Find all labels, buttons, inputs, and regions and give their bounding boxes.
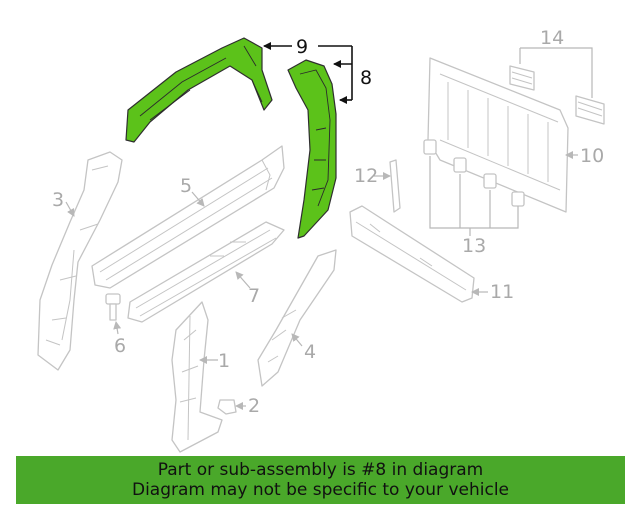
banner-line-1: Part or sub-assembly is #8 in diagram — [157, 460, 484, 480]
callout-7: 7 — [248, 285, 260, 307]
part-12-strip — [389, 159, 401, 213]
callout-5: 5 — [180, 175, 192, 197]
part-1-pillar-lower — [171, 301, 223, 453]
callout-11: 11 — [490, 281, 514, 303]
part-14-vents — [509, 65, 605, 125]
callout-3: 3 — [52, 189, 64, 211]
part-4-bracket — [257, 249, 337, 387]
callout-4: 4 — [304, 341, 316, 363]
callout-12: 12 — [354, 165, 378, 187]
banner-line-2: Diagram may not be specific to your vehi… — [131, 480, 509, 500]
callout-14: 14 — [540, 27, 564, 49]
part-5-rocker — [91, 145, 285, 289]
part-6-bolt — [105, 293, 121, 321]
callout-1: 1 — [218, 350, 230, 372]
part-7-reinforcement — [127, 221, 285, 323]
part-11-crossmember — [349, 205, 475, 303]
part-2-clip — [217, 399, 237, 415]
part-9-roof-rail — [125, 37, 273, 143]
info-banner: Part or sub-assembly is #8 in diagram Di… — [16, 456, 625, 504]
callout-13: 13 — [462, 235, 486, 257]
callout-6: 6 — [114, 335, 126, 357]
part-8-rear-pillar — [287, 59, 337, 239]
part-13-clips — [423, 139, 525, 207]
callout-8: 8 — [360, 67, 372, 89]
callout-9: 9 — [296, 36, 308, 58]
part-3-pillar — [37, 151, 123, 371]
callout-10: 10 — [580, 145, 604, 167]
callout-2: 2 — [248, 395, 260, 417]
part-10-back-panel — [427, 57, 569, 213]
parts-diagram: 3 5 7 6 1 2 4 12 11 10 14 13 9 8 — [37, 27, 605, 453]
